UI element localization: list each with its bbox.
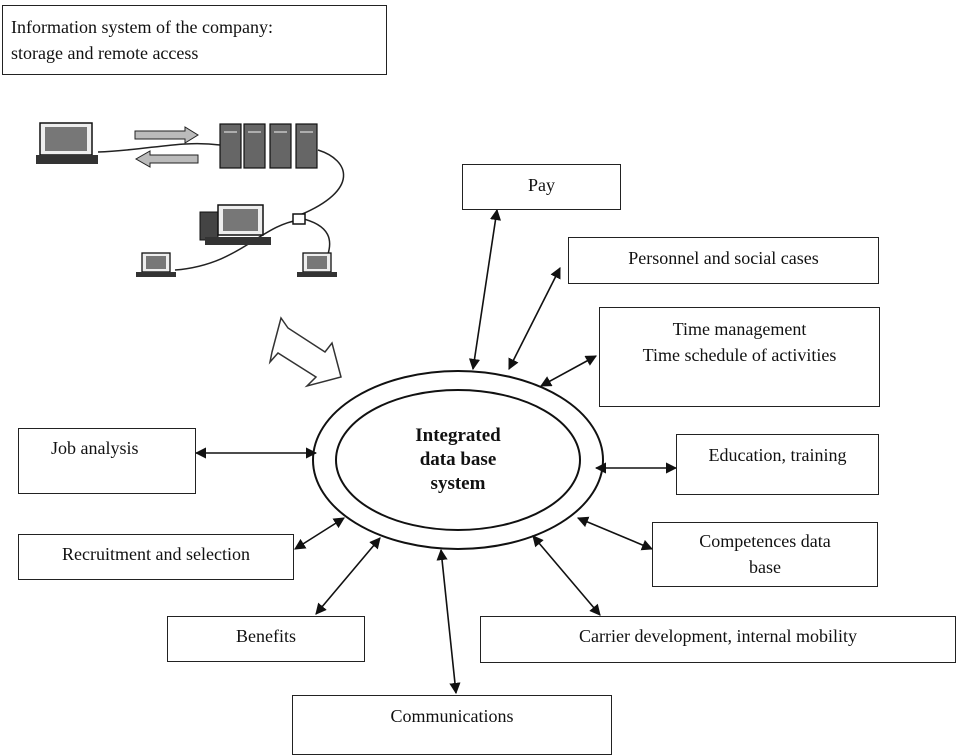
module-box-pay: Pay	[462, 164, 621, 210]
arrow-competences	[576, 516, 654, 551]
info-system-title-line2: storage and remote access	[11, 43, 199, 63]
module-box-benefits: Benefits	[167, 616, 365, 662]
laptop-icon	[136, 252, 176, 277]
network-hub-icon	[292, 213, 306, 225]
arrow-time	[540, 355, 597, 387]
module-label-personnel: Personnel and social cases	[628, 248, 819, 268]
server-rack-icon	[219, 123, 318, 169]
arrow-pay	[468, 208, 502, 371]
module-label-time-line2: Time schedule of activities	[642, 345, 837, 365]
module-label-time-line1: Time management	[672, 319, 807, 339]
info-system-title-line1: Information system of the company:	[11, 17, 273, 37]
module-box-communications: Communications	[292, 695, 612, 755]
module-label-competences-line1: Competences data	[699, 531, 831, 551]
module-label-competences-line2: base	[749, 557, 781, 577]
module-box-carrier: Carrier development, internal mobility	[480, 616, 956, 663]
module-label-benefits: Benefits	[236, 626, 296, 646]
arrow-communications	[436, 548, 461, 695]
info-system-title-box: Information system of the company: stora…	[2, 5, 387, 75]
center-label-line2: data base	[419, 449, 497, 470]
arrow-recruitment	[294, 517, 345, 550]
module-label-carrier: Carrier development, internal mobility	[579, 626, 857, 646]
module-box-time-management: Time management Time schedule of activit…	[599, 307, 880, 407]
module-box-job-analysis: Job analysis	[18, 428, 196, 494]
center-label-line3: system	[430, 473, 486, 494]
laptop-icon	[297, 252, 337, 277]
arrow-carrier	[532, 535, 601, 616]
integrated-database-label: Integrated data base system	[337, 405, 579, 515]
desktop-computer-icon	[199, 204, 271, 245]
module-label-pay: Pay	[528, 175, 555, 195]
module-box-education: Education, training	[676, 434, 879, 495]
module-box-personnel: Personnel and social cases	[568, 237, 879, 284]
module-box-recruitment: Recruitment and selection	[18, 534, 294, 580]
module-label-communications: Communications	[390, 706, 514, 726]
transfer-arrows-icon	[134, 126, 199, 168]
module-box-competences: Competences data base	[652, 522, 878, 587]
double-arrow-icon	[268, 316, 342, 388]
module-label-recruitment: Recruitment and selection	[62, 544, 250, 564]
center-label-line1: Integrated	[415, 425, 501, 446]
arrow-personnel	[508, 267, 561, 370]
arrow-benefits	[315, 537, 381, 615]
module-label-job-analysis: Job analysis	[51, 438, 139, 458]
module-label-education: Education, training	[708, 445, 847, 465]
desktop-computer-icon	[36, 122, 98, 164]
center-inner-ellipse	[335, 389, 581, 531]
